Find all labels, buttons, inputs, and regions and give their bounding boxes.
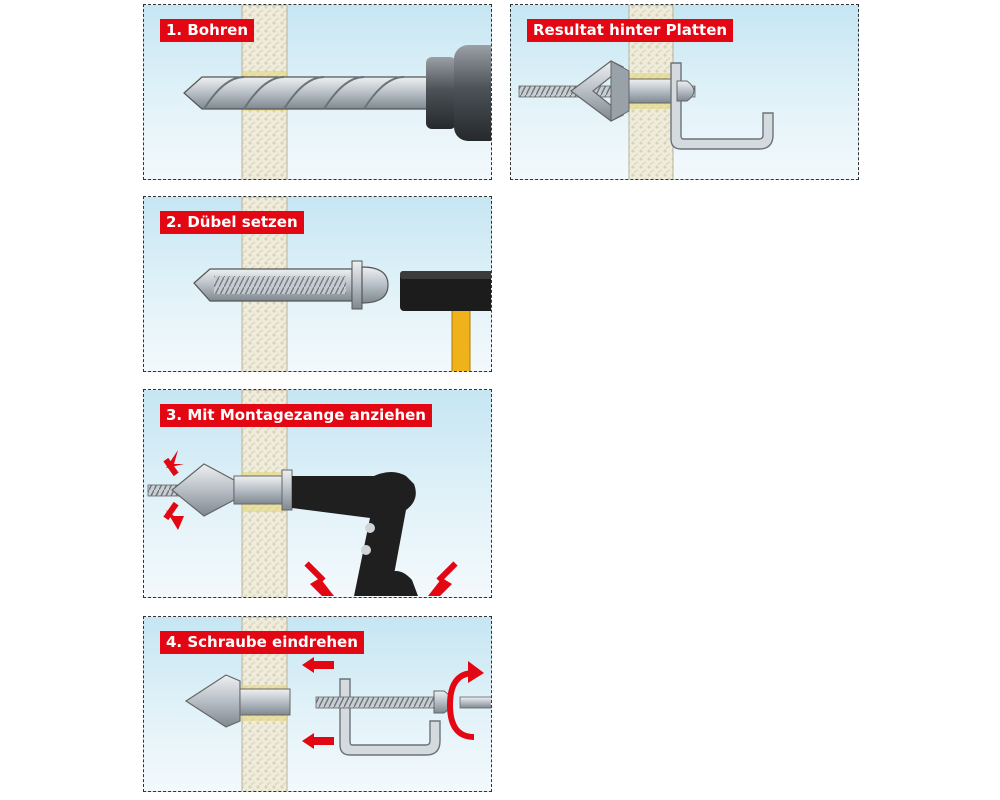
step-3-panel: 3. Mit Montagezange anziehen [143, 389, 492, 598]
screw-thread [315, 696, 435, 709]
hook-icon [339, 678, 441, 756]
push-arrows-icon [302, 657, 334, 749]
expanding-anchor-icon [171, 463, 235, 517]
step-1-panel: 1. Bohren [143, 4, 492, 180]
anchor-icon [193, 260, 389, 310]
drilling-illustration [183, 5, 491, 179]
step-3-label: 3. Mit Montagezange anziehen [160, 404, 432, 427]
rotate-arrow-icon [446, 670, 475, 740]
force-arrows-icon [163, 450, 458, 596]
step-2-panel: 2. Dübel setzen [143, 196, 492, 372]
result-label: Resultat hinter Platten [527, 19, 734, 42]
step-2-label: 2. Dübel setzen [160, 211, 304, 234]
hook-icon [670, 62, 774, 150]
drill-bit [183, 76, 435, 110]
drill-chuck-icon [426, 45, 491, 141]
mounting-pliers-icon [292, 472, 418, 596]
screw-head-icon [676, 80, 695, 102]
step-4-panel: 4. Schraube eindrehen [143, 616, 492, 792]
result-panel: Resultat hinter Platten [510, 4, 859, 180]
expanded-anchor-icon [184, 674, 241, 728]
hammer-icon [400, 271, 491, 371]
screw-thread [518, 85, 696, 98]
step-1-label: 1. Bohren [160, 19, 255, 42]
step-4-label: 4. Schraube eindrehen [160, 631, 364, 654]
